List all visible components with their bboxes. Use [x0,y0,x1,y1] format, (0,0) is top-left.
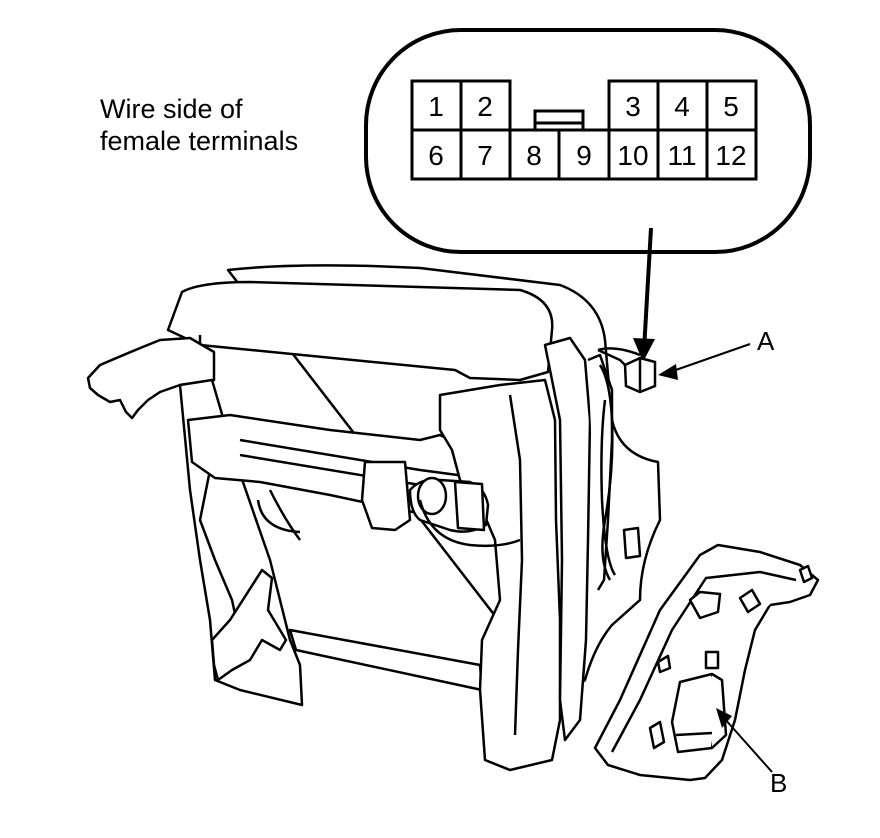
callout-b-arrowhead [716,708,732,728]
callout-a-arrowhead [658,364,678,380]
pin-label-9: 9 [576,140,592,171]
pin-label-12: 12 [715,140,746,171]
callout-b-label: B [770,768,787,798]
pin-label-1: 1 [428,91,444,122]
bubble-pointer-head [633,338,655,362]
pin-label-8: 8 [526,140,542,171]
pin-label-7: 7 [477,140,493,171]
callout-a-leader [669,343,751,373]
callout-b-leader [723,717,773,773]
bubble-pointer-line [642,227,653,351]
caption-line-2: female terminals [100,126,298,156]
pin-label-5: 5 [723,91,739,122]
latch-tab [533,109,585,125]
caption-line-1: Wire side of [100,94,243,124]
pin-label-11: 11 [667,140,696,171]
pin-label-6: 6 [428,140,444,171]
connector-a [597,348,657,394]
callout-bubble [364,28,812,254]
pin-label-10: 10 [617,140,648,171]
pin-label-4: 4 [674,91,690,122]
connector-face [410,79,758,181]
pin-label-3: 3 [625,91,641,122]
seat-back-assembly [86,264,662,772]
callout-a-label: A [757,326,775,356]
pin-label-2: 2 [477,91,493,122]
